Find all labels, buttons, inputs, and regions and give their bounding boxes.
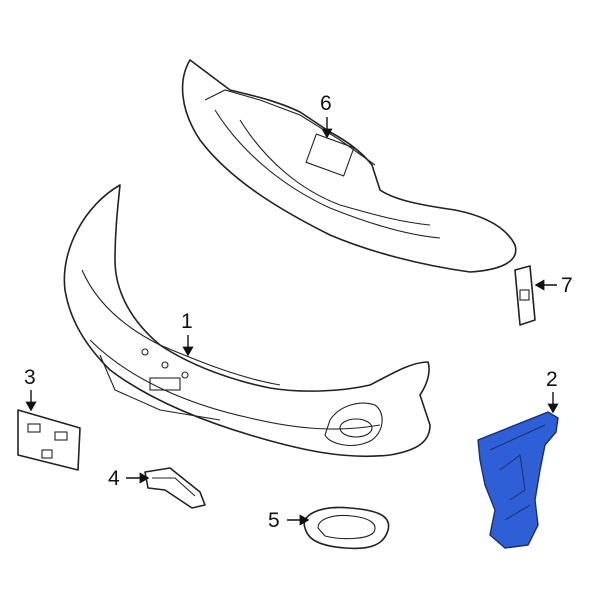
- callout-6: 6: [320, 92, 332, 115]
- part-3-license-bracket[interactable]: [17, 409, 81, 471]
- part-1-bumper-cover[interactable]: [63, 184, 431, 458]
- part-2-side-bracket[interactable]: [477, 411, 559, 549]
- callout-7: 7: [561, 274, 573, 297]
- callout-3: 3: [24, 366, 36, 389]
- part-4-bracket[interactable]: [144, 467, 206, 509]
- callout-2: 2: [546, 368, 558, 391]
- callout-1: 1: [181, 310, 193, 333]
- part-6-bumper-frame[interactable]: [181, 59, 517, 273]
- callout-5: 5: [268, 509, 280, 532]
- part-7-clip[interactable]: [514, 265, 536, 326]
- part-5-fog-bezel[interactable]: [303, 506, 390, 550]
- callout-4: 4: [108, 467, 120, 490]
